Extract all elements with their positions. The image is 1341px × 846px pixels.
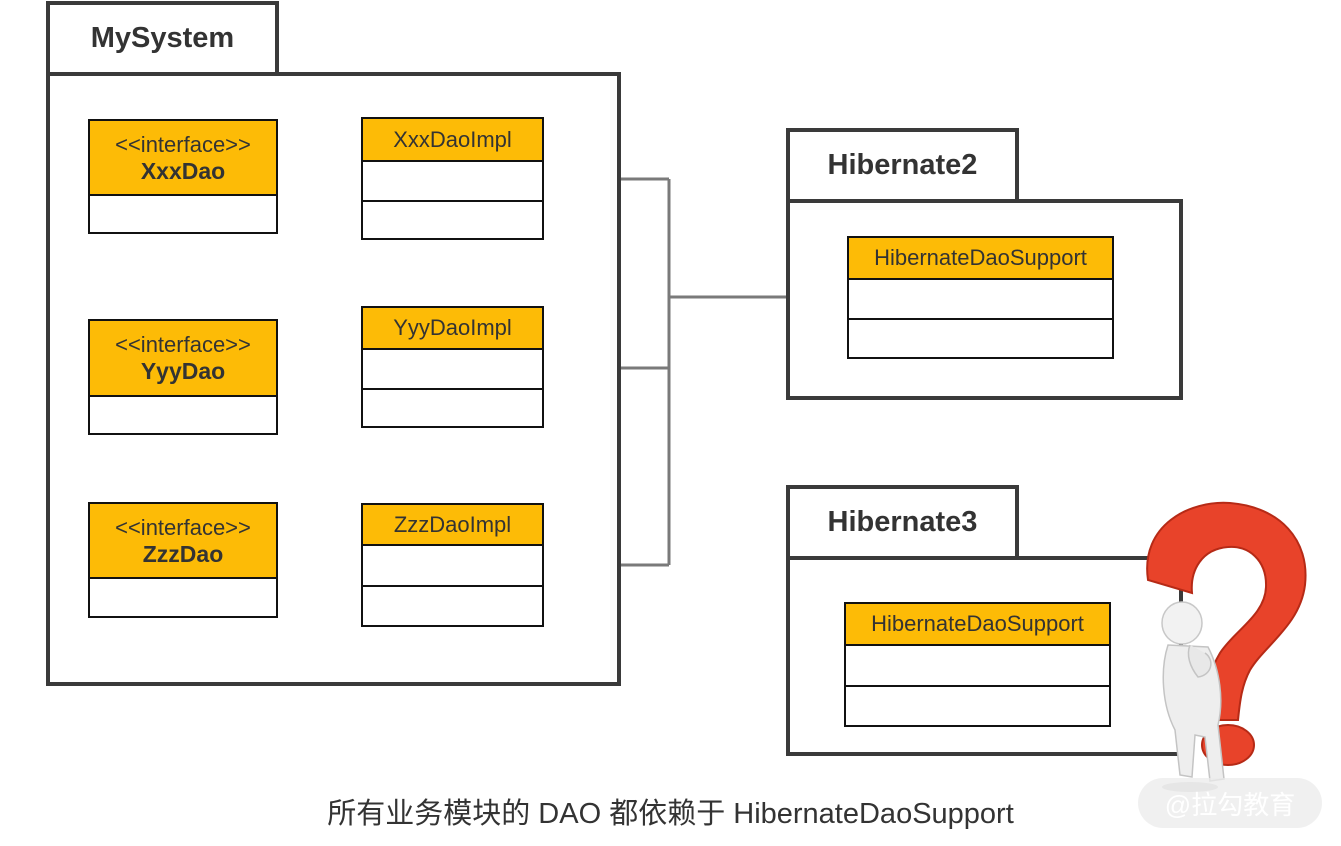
- class-name: HibernateDaoSupport: [871, 611, 1084, 636]
- methods-section: [846, 687, 1109, 725]
- watermark: @拉勾教育: [1138, 778, 1322, 828]
- methods-section: [849, 320, 1112, 357]
- package-name-hibernate3: Hibernate3: [827, 506, 978, 538]
- class-header: HibernateDaoSupport: [846, 604, 1109, 646]
- class-box-hibernatedaosupport-h3: HibernateDaoSupport: [844, 602, 1111, 727]
- class-header: XxxDaoImpl: [363, 119, 542, 162]
- class-name: YyyDaoImpl: [393, 315, 512, 340]
- class-header: YyyDaoImpl: [363, 308, 542, 350]
- interface-header: <<interface>> XxxDao: [90, 121, 276, 196]
- class-header: HibernateDaoSupport: [849, 238, 1112, 280]
- methods-section: [363, 587, 542, 625]
- attributes-section: [363, 162, 542, 202]
- interface-box-xxxdao: <<interface>> XxxDao: [88, 119, 278, 234]
- thinking-person-question-mark-icon: [1146, 501, 1307, 792]
- package-tab-hibernate2: Hibernate2: [786, 128, 1019, 203]
- interface-name: XxxDao: [140, 157, 226, 184]
- class-box-zzzdaoimpl: ZzzDaoImpl: [361, 503, 544, 627]
- attributes-section: [846, 646, 1109, 687]
- interface-name: YyyDao: [140, 358, 226, 384]
- class-name: HibernateDaoSupport: [874, 245, 1087, 270]
- attributes-section: [363, 546, 542, 587]
- package-tab-hibernate3: Hibernate3: [786, 485, 1019, 560]
- attributes-section: [849, 280, 1112, 320]
- class-name: ZzzDaoImpl: [393, 511, 512, 537]
- interface-header: <<interface>> YyyDao: [90, 321, 276, 397]
- interface-box-yyydao: <<interface>> YyyDao: [88, 319, 278, 435]
- interface-box-zzzdao: <<interface>> ZzzDao: [88, 502, 278, 618]
- class-header: ZzzDaoImpl: [363, 505, 542, 546]
- methods-section: [363, 202, 542, 238]
- package-name-hibernate2: Hibernate2: [827, 149, 978, 181]
- stereotype-label: <<interface>>: [115, 514, 251, 540]
- package-tab-mysystem: MySystem: [46, 1, 279, 76]
- class-box-yyydaoimpl: YyyDaoImpl: [361, 306, 544, 428]
- methods-section: [363, 390, 542, 426]
- class-name: XxxDaoImpl: [393, 126, 512, 152]
- stereotype-label: <<interface>>: [115, 332, 251, 357]
- class-box-hibernatedaosupport-h2: HibernateDaoSupport: [847, 236, 1114, 359]
- interface-name: ZzzDao: [142, 540, 224, 567]
- diagram-caption: 所有业务模块的 DAO 都依赖于 HibernateDaoSupport: [327, 798, 1014, 830]
- package-name-mysystem: MySystem: [90, 22, 235, 54]
- interface-header: <<interface>> ZzzDao: [90, 504, 276, 579]
- class-box-xxxdaoimpl: XxxDaoImpl: [361, 117, 544, 240]
- stereotype-label: <<interface>>: [115, 131, 251, 157]
- attributes-section: [363, 350, 542, 390]
